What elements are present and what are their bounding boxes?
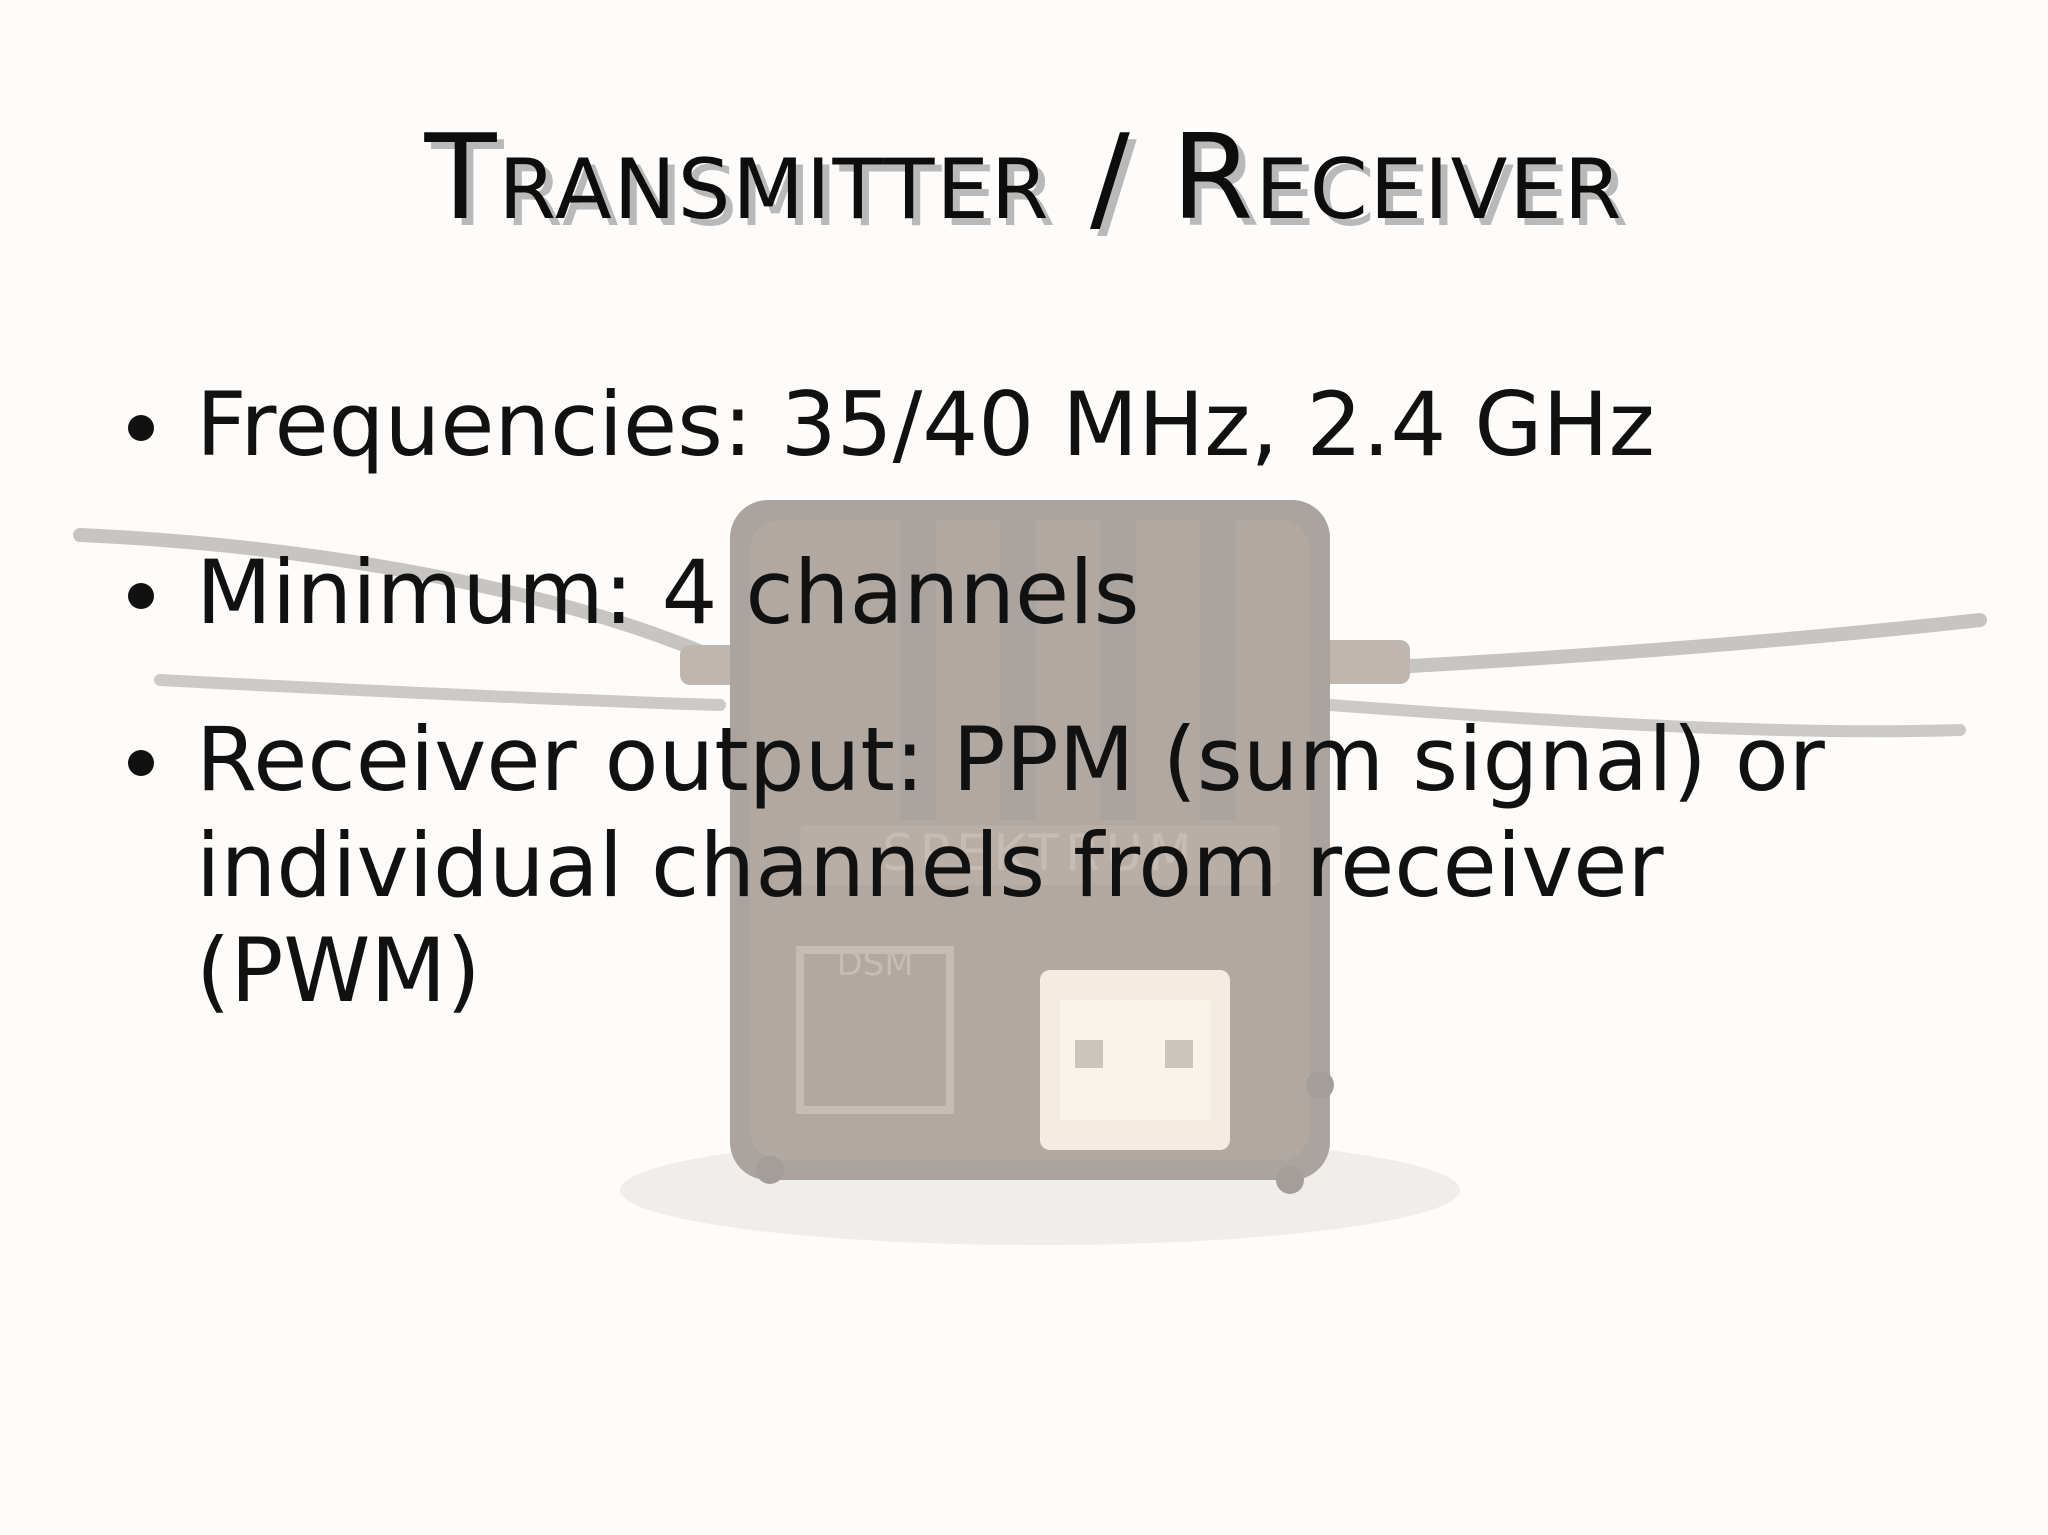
bullet-item: Receiver output: PPM (sum signal) or ind… xyxy=(120,707,1920,1024)
bullet-text: Receiver output: PPM (sum signal) or ind… xyxy=(196,708,1825,1023)
svg-text:SPEKTRUM: SPEKTRUM xyxy=(882,824,1197,882)
bullet-icon xyxy=(128,750,154,777)
bullet-icon xyxy=(128,415,154,441)
bullet-text: Minimum: 4 channels xyxy=(196,540,1140,644)
bullet-icon xyxy=(128,582,154,609)
bullet-item: Frequencies: 35/40 MHz, 2.4 GHz xyxy=(120,372,1920,478)
bullet-text: Frequencies: 35/40 MHz, 2.4 GHz xyxy=(196,373,1655,476)
bullet-item: Minimum: 4 channels xyxy=(120,540,1920,646)
slide-title: Transmitter / Receiver xyxy=(424,108,1624,246)
bullet-list: Frequencies: 35/40 MHz, 2.4 GHz Minimum:… xyxy=(120,372,1920,1086)
svg-text:DSM: DSM xyxy=(836,944,913,984)
